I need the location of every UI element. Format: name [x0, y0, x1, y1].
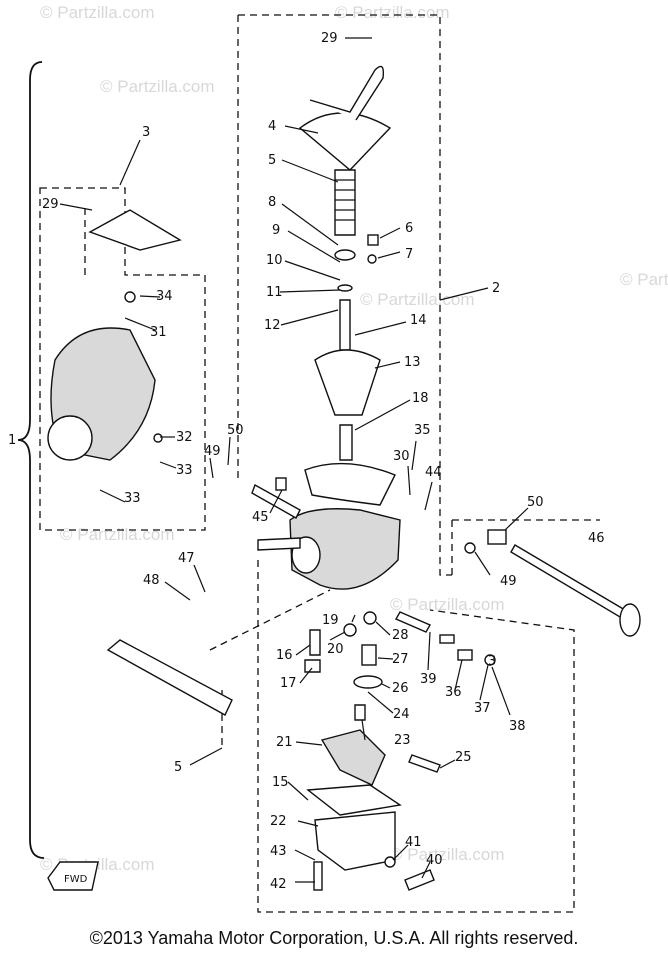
callout-number: 22 — [270, 814, 287, 829]
callout-number: 26 — [392, 681, 409, 696]
callout-number: 5 — [174, 760, 182, 775]
callout-number: 42 — [270, 877, 287, 892]
watermark-text: © Partzilla.com — [335, 3, 450, 22]
callout-number: 18 — [412, 391, 429, 406]
callout-number: 29 — [42, 197, 59, 212]
mounting-strap — [106, 639, 233, 716]
callout-number: 7 — [405, 247, 413, 262]
callout-number: 50 — [527, 495, 544, 510]
callout-number: 30 — [393, 449, 410, 464]
callout-number: 2 — [492, 281, 500, 296]
callout-number: 4 — [268, 119, 276, 134]
callout-number: 16 — [276, 648, 293, 663]
watermark-text: © Partzilla.com — [100, 77, 215, 96]
callout-number: 34 — [156, 289, 173, 304]
callout-number: 9 — [272, 223, 280, 238]
callout-number: 1 — [8, 433, 16, 448]
callout-number: 31 — [150, 325, 167, 340]
svg-text:FWD: FWD — [64, 874, 88, 885]
carb-top-parts — [298, 65, 392, 461]
callout-number: 3 — [488, 654, 496, 669]
callout-number: 38 — [509, 719, 526, 734]
callout-number: 28 — [392, 628, 409, 643]
callout-number: 35 — [414, 423, 431, 438]
callout-number: 19 — [322, 613, 339, 628]
callout-number: 36 — [445, 685, 462, 700]
watermark-text: © Partzilla.com — [360, 290, 475, 309]
callout-number: 37 — [474, 701, 491, 716]
callout-numbers: 29 4 5 8 9 6 7 10 11 12 14 13 2 18 35 30… — [8, 31, 605, 892]
callout-number: 39 — [420, 672, 437, 687]
callout-number: 29 — [321, 31, 338, 46]
callout-number: 49 — [204, 444, 221, 459]
callout-number: 8 — [268, 195, 276, 210]
copyright-notice: ©2013 Yamaha Motor Corporation, U.S.A. A… — [89, 928, 579, 948]
watermark-text: © Partzilla.com — [390, 595, 505, 614]
side-carburetor — [47, 209, 182, 461]
callout-number: 27 — [392, 652, 409, 667]
callout-number: 14 — [410, 313, 427, 328]
callout-number: 12 — [264, 318, 281, 333]
watermark-text: © Partzilla.com — [620, 270, 668, 289]
callout-number: 17 — [280, 676, 297, 691]
forward-arrow-icon: FWD — [47, 861, 99, 891]
watermark-text: © Partzilla.com — [60, 525, 175, 544]
callout-number: 10 — [266, 253, 283, 268]
callout-number: 49 — [500, 574, 517, 589]
throttle-shaft — [464, 529, 641, 637]
callout-number: 46 — [588, 531, 605, 546]
callout-number: 33 — [124, 491, 141, 506]
callout-number: 48 — [143, 573, 160, 588]
leader-lines — [59, 37, 529, 883]
callout-number: 32 — [176, 430, 193, 445]
callout-number: 15 — [272, 775, 289, 790]
callout-number: 6 — [405, 221, 413, 236]
group-boundaries — [39, 14, 600, 913]
carb-body — [251, 462, 401, 590]
callout-number: 25 — [455, 750, 472, 765]
callout-number: 50 — [227, 423, 244, 438]
watermark-text: © Partzilla.com — [40, 3, 155, 22]
watermark-text: © Partzilla.com — [390, 845, 505, 864]
callout-number: 3 — [142, 125, 150, 140]
callout-number: 21 — [276, 735, 293, 750]
callout-number: 44 — [425, 465, 442, 480]
callout-number: 41 — [405, 835, 422, 850]
callout-number: 20 — [327, 642, 344, 657]
callout-number: 24 — [393, 707, 410, 722]
callout-number: 33 — [176, 463, 193, 478]
carb-lower-parts — [304, 611, 496, 891]
callout-number: 40 — [426, 853, 443, 868]
callout-number: 43 — [270, 844, 287, 859]
callout-number: 23 — [394, 733, 411, 748]
callout-number: 13 — [404, 355, 421, 370]
callout-number: 45 — [252, 510, 269, 525]
callout-number: 11 — [266, 285, 283, 300]
callout-number: 47 — [178, 551, 195, 566]
assembly-bracket — [17, 61, 45, 859]
callout-number: 5 — [268, 153, 276, 168]
